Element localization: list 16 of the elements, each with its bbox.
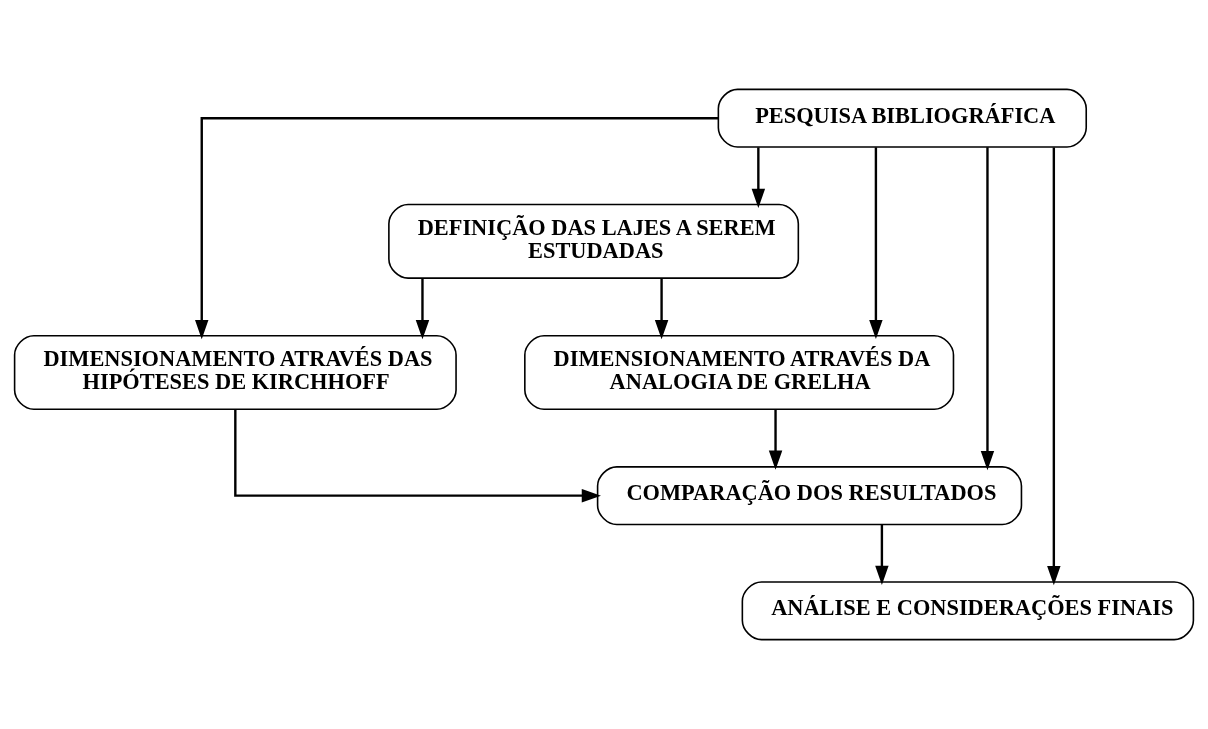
arrow	[654, 278, 669, 340]
arrow	[1047, 147, 1061, 586]
node-box: DEFINIÇÃO DAS LAJES A SEREM ESTUDADAS	[388, 203, 800, 279]
node-box: COMPARAÇÃO DOS RESULTADOS	[596, 466, 1023, 526]
arrow	[234, 409, 601, 503]
arrow	[195, 117, 719, 340]
arrow	[415, 278, 430, 340]
arrow	[751, 147, 766, 209]
arrow	[869, 147, 883, 340]
arrow	[768, 409, 783, 470]
node-box: PESQUISA BIBLIOGRÁFICA	[717, 88, 1088, 148]
node-box: ANÁLISE E CONSIDERAÇÕES FINAIS	[741, 581, 1195, 641]
node-box: DIMENSIONAMENTO ATRAVÉS DAS HIPÓTESES DE KIRCHHOFF	[13, 334, 457, 411]
node-box: DIMENSIONAMENTO ATRAVÉS DA ANALOGIA DE GRELHA	[524, 334, 955, 411]
arrow	[980, 147, 995, 471]
arrow	[875, 524, 889, 585]
